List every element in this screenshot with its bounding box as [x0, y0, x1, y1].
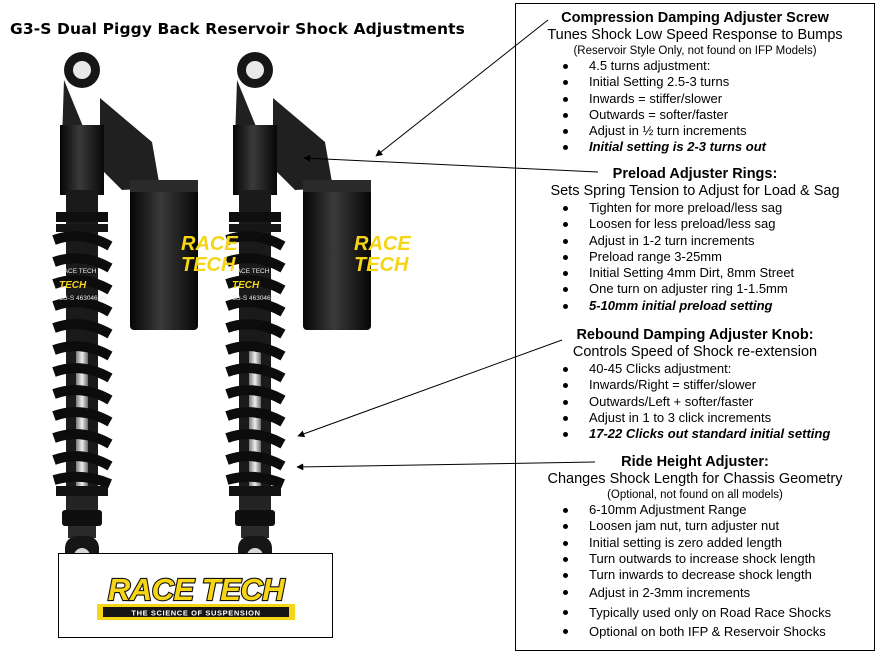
- body-yellow-left: TECH: [59, 280, 87, 291]
- race-tech-logo-art: THE SCIENCE OF SUSPENSION RACE TECH: [97, 571, 295, 620]
- list-item: Adjust in 2-3mm increments: [516, 583, 874, 603]
- reservoir-label-left: RACE TECH: [181, 233, 238, 276]
- section-title: Compression Damping Adjuster Screw: [561, 10, 829, 26]
- list-item: Loosen jam nut, turn adjuster nut: [516, 518, 874, 534]
- bullet-list: 40-45 Clicks adjustment: Inwards/Right =…: [516, 361, 874, 442]
- section-title: Ride Height Adjuster:: [621, 454, 769, 470]
- list-item: Initial Setting 4mm Dirt, 8mm Street: [516, 265, 874, 281]
- section-title: Preload Adjuster Rings:: [612, 166, 778, 182]
- section-subtitle: Sets Spring Tension to Adjust for Load &…: [550, 183, 840, 199]
- shock-right: [227, 52, 371, 555]
- list-item: 6-10mm Adjustment Range: [516, 502, 874, 518]
- list-item: Adjust in ½ turn increments: [516, 123, 874, 139]
- reservoir-brand-line1: RACE: [181, 233, 238, 255]
- list-item-emphasis: 5-10mm initial preload setting: [516, 298, 874, 314]
- section-ride-height: Ride Height Adjuster: Changes Shock Leng…: [516, 454, 874, 642]
- body-brand-right: RACE TECH: [232, 268, 270, 275]
- section-rebound: Rebound Damping Adjuster Knob: Controls …: [516, 327, 874, 442]
- section-note: (Reservoir Style Only, not found on IFP …: [573, 45, 817, 57]
- bullet-list: 4.5 turns adjustment: Initial Setting 2.…: [516, 58, 874, 156]
- shock-left: [54, 52, 198, 555]
- reservoir-label-right: RACE TECH: [354, 233, 411, 276]
- logo-tagline: THE SCIENCE OF SUSPENSION: [131, 609, 260, 618]
- section-title: Rebound Damping Adjuster Knob:: [576, 327, 814, 343]
- list-item: Outwards/Left + softer/faster: [516, 394, 874, 410]
- list-item: Outwards = softer/faster: [516, 107, 874, 123]
- list-item: Initial setting is zero added length: [516, 535, 874, 551]
- list-item: Tighten for more preload/less sag: [516, 200, 874, 216]
- section-compression: Compression Damping Adjuster Screw Tunes…: [516, 10, 874, 156]
- list-item: Loosen for less preload/less sag: [516, 216, 874, 232]
- list-item: One turn on adjuster ring 1-1.5mm: [516, 281, 874, 297]
- logo-brand: RACE TECH: [108, 572, 285, 607]
- shocks-illustration: RACE TECH RACE TECH RACE TECH G3-S 46304…: [0, 0, 411, 555]
- reservoir-brand-line1: RACE: [354, 233, 411, 255]
- list-item: 4.5 turns adjustment:: [516, 58, 874, 74]
- bullet-list-extra: Adjust in 2-3mm increments Typically use…: [516, 583, 874, 642]
- adjustments-panel: Compression Damping Adjuster Screw Tunes…: [515, 3, 875, 651]
- page-title: G3-S Dual Piggy Back Reservoir Shock Adj…: [10, 20, 465, 38]
- bullet-list: 6-10mm Adjustment Range Loosen jam nut, …: [516, 502, 874, 583]
- list-item: Typically used only on Road Race Shocks: [516, 603, 874, 623]
- body-code-right: G3-S 463046SR: [232, 295, 280, 302]
- section-subtitle: Controls Speed of Shock re-extension: [572, 344, 818, 360]
- section-note: (Optional, not found on all models): [607, 489, 783, 501]
- list-item: 40-45 Clicks adjustment:: [516, 361, 874, 377]
- list-item: Adjust in 1-2 turn increments: [516, 233, 874, 249]
- list-item: Initial Setting 2.5-3 turns: [516, 74, 874, 90]
- body-brand-left: RACE TECH: [59, 268, 97, 275]
- bullet-list: Tighten for more preload/less sag Loosen…: [516, 200, 874, 314]
- list-item: Turn inwards to decrease shock length: [516, 567, 874, 583]
- list-item: Optional on both IFP & Reservoir Shocks: [516, 622, 874, 642]
- list-item-emphasis: Initial setting is 2-3 turns out: [516, 139, 874, 155]
- reservoir-brand-line2: TECH: [181, 254, 236, 276]
- list-item: Turn outwards to increase shock length: [516, 551, 874, 567]
- section-preload: Preload Adjuster Rings: Sets Spring Tens…: [516, 166, 874, 314]
- reservoir-brand-line2: TECH: [354, 254, 409, 276]
- list-item: Inwards = stiffer/slower: [516, 91, 874, 107]
- list-item: Adjust in 1 to 3 click increments: [516, 410, 874, 426]
- list-item: Preload range 3-25mm: [516, 249, 874, 265]
- section-subtitle: Changes Shock Length for Chassis Geometr…: [547, 471, 843, 487]
- list-item: Inwards/Right = stiffer/slower: [516, 377, 874, 393]
- race-tech-logo: THE SCIENCE OF SUSPENSION RACE TECH: [58, 553, 333, 638]
- body-yellow-right: TECH: [232, 280, 260, 291]
- list-item-emphasis: 17-22 Clicks out standard initial settin…: [516, 426, 874, 442]
- section-subtitle: Tunes Shock Low Speed Response to Bumps: [547, 27, 843, 43]
- body-code-left: G3-S 463046SR: [59, 295, 107, 302]
